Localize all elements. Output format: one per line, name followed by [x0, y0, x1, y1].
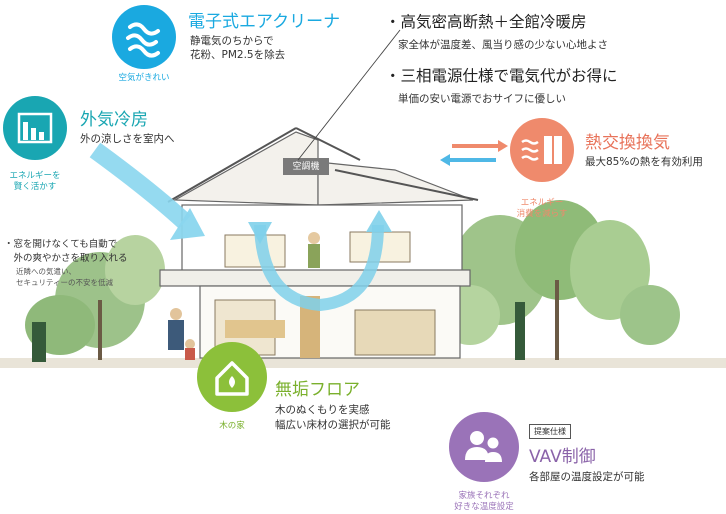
outdoor-air-arrow	[89, 142, 192, 229]
air-cleaner-icon-circle	[112, 5, 176, 69]
outdoor-cooling-note-2: 外の爽やかさを取り入れる	[4, 253, 128, 264]
circulation-loop	[254, 224, 384, 312]
vav-title: VAV制御	[529, 447, 596, 467]
outdoor-cooling-small-1: 近隣への気遣い、	[16, 267, 76, 276]
family-icon	[465, 431, 502, 462]
heat-exchange-icon-circle	[510, 118, 574, 182]
floor-title: 無垢フロア	[275, 380, 360, 400]
outdoor-cooling-note-1: ・窓を開けなくても自動で	[4, 239, 118, 250]
floor-badge: 木の家	[219, 421, 245, 431]
bullet-insulation-head: ・高気密高断熱＋全館冷暖房	[385, 13, 587, 31]
heat-exchange-title: 熱交換換気	[585, 133, 670, 153]
cleaner-leader-line	[297, 29, 401, 161]
outdoor-cooling-badge-2: 賢く活かす	[13, 182, 57, 192]
floor-desc-2: 幅広い床材の選択が可能	[275, 419, 391, 431]
heat-exchange-arrows	[440, 140, 508, 166]
aircon-unit	[283, 158, 329, 175]
bar-chart-icon	[17, 112, 53, 144]
ground	[0, 358, 726, 368]
vav-badge-2: 好きな温度設定	[454, 502, 514, 512]
outdoor-cooling-desc: 外の涼しさを室内へ	[80, 133, 175, 145]
heat-exchange-desc: 最大85%の熱を有効利用	[585, 156, 703, 168]
vav-desc: 各部屋の温度設定が可能	[529, 471, 645, 483]
right-trees	[440, 200, 680, 360]
bullet-power-head: ・三相電源仕様で電気代がお得に	[385, 67, 618, 85]
outdoor-cooling-badge-1: エネルギーを	[9, 171, 61, 181]
floor-icon-circle	[197, 342, 267, 412]
bullet-insulation-sub: 家全体が温度差、風当り感の少ない心地よさ	[398, 39, 608, 51]
air-cleaner-badge: 空気がきれい	[118, 73, 170, 83]
aircon-label: 空調機	[292, 162, 320, 172]
outdoor-cooling-small-2: セキュリティーの不安を低減	[16, 278, 114, 287]
house-icon	[215, 361, 249, 396]
left-trees	[25, 235, 165, 362]
heat-exchange-badge-1: エネルギー	[520, 198, 564, 208]
heat-exchange-badge-2: 消費を減らす	[516, 209, 568, 219]
air-cleaner-desc-1: 静電気のちからで	[190, 35, 274, 47]
vav-proposal-tag: 提案仕様	[529, 424, 571, 439]
outdoor-people	[168, 308, 195, 360]
vav-icon-circle	[449, 412, 519, 482]
outdoor-cooling-title: 外気冷房	[80, 110, 148, 130]
outdoor-cooling-icon-circle	[3, 96, 67, 160]
wind-icon	[126, 22, 160, 58]
house	[159, 127, 479, 359]
floor-desc-1: 木のぬくもりを実感	[275, 404, 370, 416]
vav-badge-1: 家族それぞれ	[458, 491, 510, 501]
air-cleaner-desc-2: 花粉、PM2.5を除去	[190, 49, 286, 61]
bullet-power-sub: 単価の安い電源でおサイフに優しい	[398, 93, 566, 105]
air-cleaner-title: 電子式エアクリーナ	[188, 12, 341, 32]
heat-exchanger-icon	[521, 136, 562, 164]
